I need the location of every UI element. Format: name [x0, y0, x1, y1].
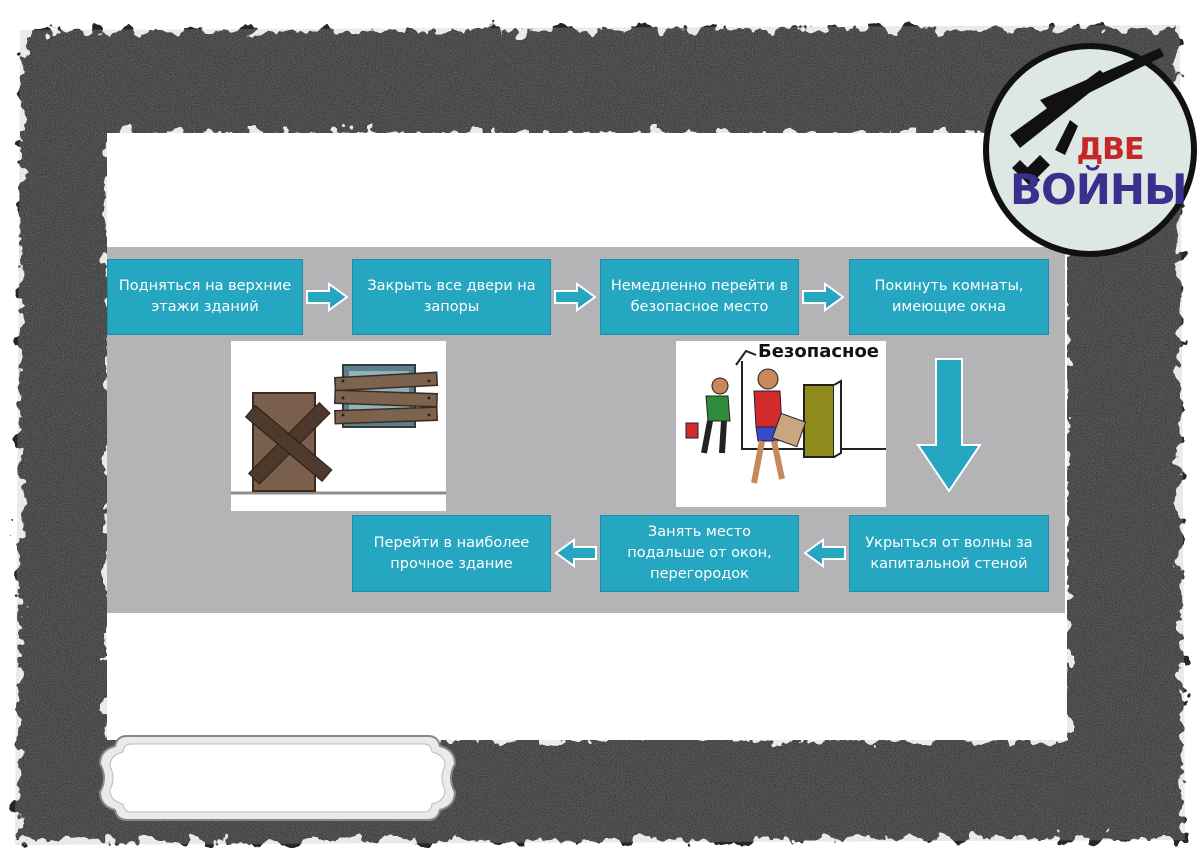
- arrow-left-icon: [803, 538, 847, 568]
- step-label-1: Подняться на верхние этажи зданий: [116, 276, 294, 318]
- arrow-left-icon: [554, 538, 598, 568]
- step-label-4: Покинуть комнаты, имеющие окна: [858, 276, 1040, 318]
- boarded-door-illustration: [231, 341, 446, 511]
- step-label-7: Перейти в наиболее прочное здание: [361, 533, 542, 575]
- step-label-2: Закрыть все двери на запоры: [361, 276, 542, 318]
- logo-badge: ДВЕ ВОЙНЫ: [980, 40, 1200, 260]
- arrow-right-icon: [305, 282, 349, 312]
- decorative-plaque: [95, 730, 460, 826]
- logo-line-1: ДВЕ: [1065, 132, 1155, 167]
- safe-place-illustration: Безопасное: [676, 341, 886, 507]
- logo-line-2: ВОЙНЫ: [1010, 165, 1170, 214]
- step-box-7: Перейти в наиболее прочное здание: [352, 515, 551, 592]
- arrow-down-icon: [916, 357, 982, 493]
- step-box-6: Занять место подальше от окон, перегород…: [600, 515, 799, 592]
- arrow-right-icon: [801, 282, 845, 312]
- safe-place-sign: Безопасное: [758, 341, 879, 362]
- step-box-5: Укрыться от волны за капитальной стеной: [849, 515, 1049, 592]
- step-label-3: Немедленно перейти в безопасное место: [609, 276, 790, 318]
- arrow-right-icon: [553, 282, 597, 312]
- step-label-5: Укрыться от волны за капитальной стеной: [858, 533, 1040, 575]
- step-box-3: Немедленно перейти в безопасное место: [600, 259, 799, 335]
- step-label-6: Занять место подальше от окон, перегород…: [609, 522, 790, 585]
- step-box-2: Закрыть все двери на запоры: [352, 259, 551, 335]
- step-box-1: Подняться на верхние этажи зданий: [107, 259, 303, 335]
- step-box-4: Покинуть комнаты, имеющие окна: [849, 259, 1049, 335]
